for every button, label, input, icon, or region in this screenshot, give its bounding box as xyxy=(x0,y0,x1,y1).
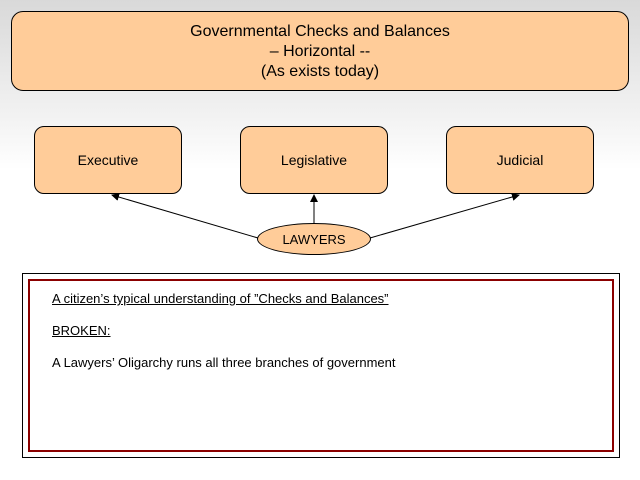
panel-status: BROKEN: xyxy=(52,323,111,338)
legislative-branch-box: Legislative xyxy=(240,126,388,194)
text-panel: A citizen’s typical understanding of ”Ch… xyxy=(22,273,620,458)
title-line-1: Governmental Checks and Balances xyxy=(190,23,450,40)
arrow-to-executive xyxy=(111,193,259,239)
lawyers-node: LAWYERS xyxy=(257,223,371,255)
panel-heading: A citizen’s typical understanding of ”Ch… xyxy=(52,291,389,306)
title-box: Governmental Checks and Balances – Horiz… xyxy=(11,11,629,91)
legislative-branch-label: Legislative xyxy=(280,152,348,168)
judicial-branch-label: Judicial xyxy=(496,152,544,168)
arrow-to-judicial xyxy=(369,193,520,239)
judicial-branch-box: Judicial xyxy=(446,126,594,194)
title-line-2: – Horizontal -- xyxy=(269,43,371,60)
executive-branch-label: Executive xyxy=(77,152,139,168)
title-line-3: (As exists today) xyxy=(260,63,380,80)
text-panel-inner: A citizen’s typical understanding of ”Ch… xyxy=(28,279,614,452)
executive-branch-box: Executive xyxy=(34,126,182,194)
panel-statement: A Lawyers’ Oligarchy runs all three bran… xyxy=(52,355,396,370)
lawyers-label: LAWYERS xyxy=(282,231,346,247)
